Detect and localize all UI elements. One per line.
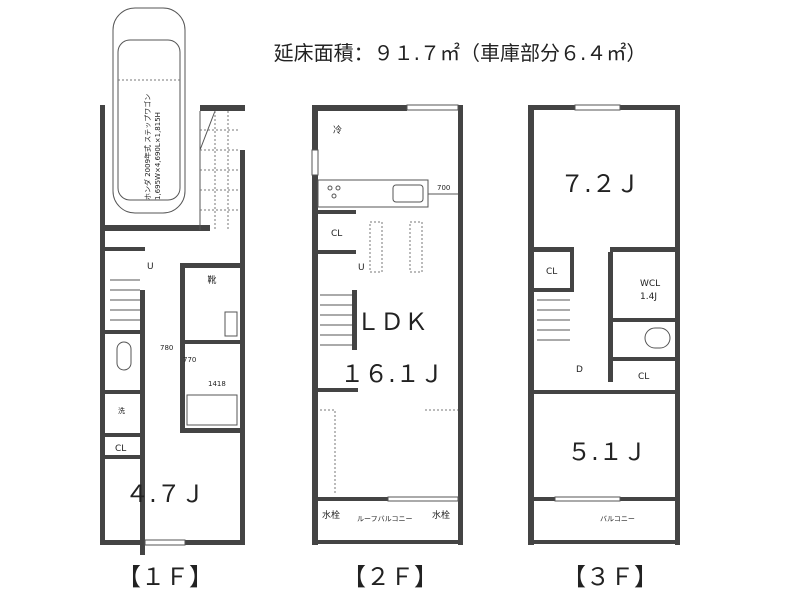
plan-line bbox=[644, 327, 671, 349]
label-floors-1-dim_700: 700 bbox=[437, 184, 450, 192]
label-floors-1-faucet_left: 水栓 bbox=[322, 509, 340, 521]
wall bbox=[105, 455, 145, 459]
label-floors-2-stair_dir: D bbox=[576, 365, 583, 375]
label-floors-1-balcony: ルーフバルコニー bbox=[357, 515, 412, 523]
label-floors-0-dim_1418: 1418 bbox=[208, 380, 226, 388]
plan-line bbox=[331, 193, 337, 199]
floor-2: 700 冷 CL U ＬＤＫ １６.１Ｊ 水栓 ルーフバルコニー 水栓 【２Ｆ】 bbox=[311, 104, 463, 591]
wall bbox=[185, 340, 245, 344]
label-floors-0-stair_dir: U bbox=[147, 262, 154, 272]
wall bbox=[240, 150, 245, 545]
label-floors-2-room_bottom: ５.１Ｊ bbox=[567, 438, 647, 466]
plan-line bbox=[320, 409, 458, 495]
label-floors-2-balcony: バルコニー bbox=[600, 515, 635, 523]
wall bbox=[180, 263, 185, 428]
plan-line bbox=[392, 184, 424, 203]
label-floors-0-closet: CL bbox=[115, 444, 126, 454]
wall bbox=[318, 388, 358, 392]
wall bbox=[608, 252, 613, 382]
wall bbox=[105, 330, 145, 334]
floor-1-label: 【１Ｆ】 bbox=[117, 563, 213, 591]
wall bbox=[613, 357, 680, 361]
label-floors-2-wcl_size: 1.4J bbox=[640, 292, 657, 302]
plan-line bbox=[327, 185, 333, 191]
label-floors-2-closet_2: CL bbox=[638, 372, 649, 382]
label-floors-0-shoe: 靴 bbox=[207, 274, 216, 286]
wall bbox=[534, 390, 680, 394]
floor-2-label: 【２Ｆ】 bbox=[342, 563, 438, 591]
wall bbox=[528, 540, 680, 544]
wall bbox=[312, 105, 407, 111]
plan-line bbox=[537, 299, 570, 341]
wall bbox=[105, 433, 145, 437]
wall bbox=[458, 105, 463, 545]
label-floors-1-closet: CL bbox=[331, 229, 342, 239]
wall bbox=[312, 540, 462, 544]
wall bbox=[534, 288, 574, 292]
window bbox=[311, 149, 319, 176]
wall bbox=[200, 105, 245, 111]
window bbox=[144, 539, 186, 546]
wall bbox=[570, 252, 574, 292]
floor-3: ７.２Ｊ CL WCL 1.4J CL D ５.１Ｊ バルコニー 【３Ｆ】 bbox=[528, 104, 680, 591]
floor-area-title: 延床面積：９１.７㎡（車庫部分６.４㎡） bbox=[274, 41, 647, 65]
wall bbox=[610, 247, 680, 252]
label-floors-0-wash: 洗 bbox=[118, 406, 125, 415]
wall bbox=[352, 290, 357, 350]
label-floors-1-room: １６.１Ｊ bbox=[340, 360, 444, 388]
wall bbox=[180, 263, 245, 268]
wall bbox=[105, 390, 145, 394]
plan-line bbox=[200, 111, 240, 230]
label-floors-2-room_top: ７.２Ｊ bbox=[560, 170, 640, 198]
wall bbox=[100, 105, 105, 545]
window bbox=[406, 104, 459, 111]
plan-line bbox=[117, 39, 181, 201]
entrance-tiles bbox=[200, 111, 240, 230]
window bbox=[574, 104, 621, 111]
plan-line bbox=[116, 341, 132, 371]
wall bbox=[318, 250, 356, 254]
wall bbox=[140, 290, 145, 555]
wall bbox=[312, 497, 462, 501]
window bbox=[554, 496, 621, 502]
label-floors-0-room: ４.７Ｊ bbox=[125, 480, 205, 508]
label-floors-0-dim_770: 770 bbox=[183, 356, 196, 364]
label-floors-2-closet_1: CL bbox=[546, 267, 557, 277]
plan-line bbox=[186, 394, 238, 426]
floor-3-label: 【３Ｆ】 bbox=[562, 563, 658, 591]
plan-line bbox=[369, 221, 423, 273]
label-floors-1-stair_dir: U bbox=[358, 263, 365, 273]
wall bbox=[318, 210, 356, 214]
wall bbox=[675, 105, 680, 545]
wall bbox=[100, 225, 210, 231]
label-floors-0-car_text_1: ホンダ 2009年式 ステップワゴン bbox=[143, 94, 152, 200]
plan-line bbox=[317, 179, 429, 208]
plan-line bbox=[320, 294, 352, 346]
label-floors-0-car_text_2: 1,695W×4,690L×1,815H bbox=[154, 112, 162, 200]
wall bbox=[528, 105, 534, 545]
window bbox=[387, 496, 459, 502]
car-outline: ホンダ 2009年式 ステップワゴン 1,695W×4,690L×1,815H bbox=[112, 7, 186, 214]
wall bbox=[534, 247, 574, 252]
label-floors-1-fridge: 冷 bbox=[333, 124, 342, 136]
plan-line bbox=[110, 279, 140, 321]
plan-line bbox=[112, 7, 186, 214]
label-floors-2-wcl: WCL bbox=[640, 279, 660, 289]
plan-line bbox=[224, 311, 238, 337]
label-floors-1-faucet_right: 水栓 bbox=[432, 509, 450, 521]
wall bbox=[613, 318, 680, 322]
label-floors-0-dim_780: 780 bbox=[160, 344, 173, 352]
wall bbox=[180, 428, 245, 433]
wall bbox=[105, 247, 145, 251]
label-floors-1-ldk: ＬＤＫ bbox=[356, 308, 428, 336]
plan-line bbox=[335, 185, 341, 191]
floor-1: ホンダ 2009年式 ステップワゴン 1,695W×4,690L×1,815H … bbox=[100, 7, 245, 591]
wall bbox=[312, 105, 318, 545]
